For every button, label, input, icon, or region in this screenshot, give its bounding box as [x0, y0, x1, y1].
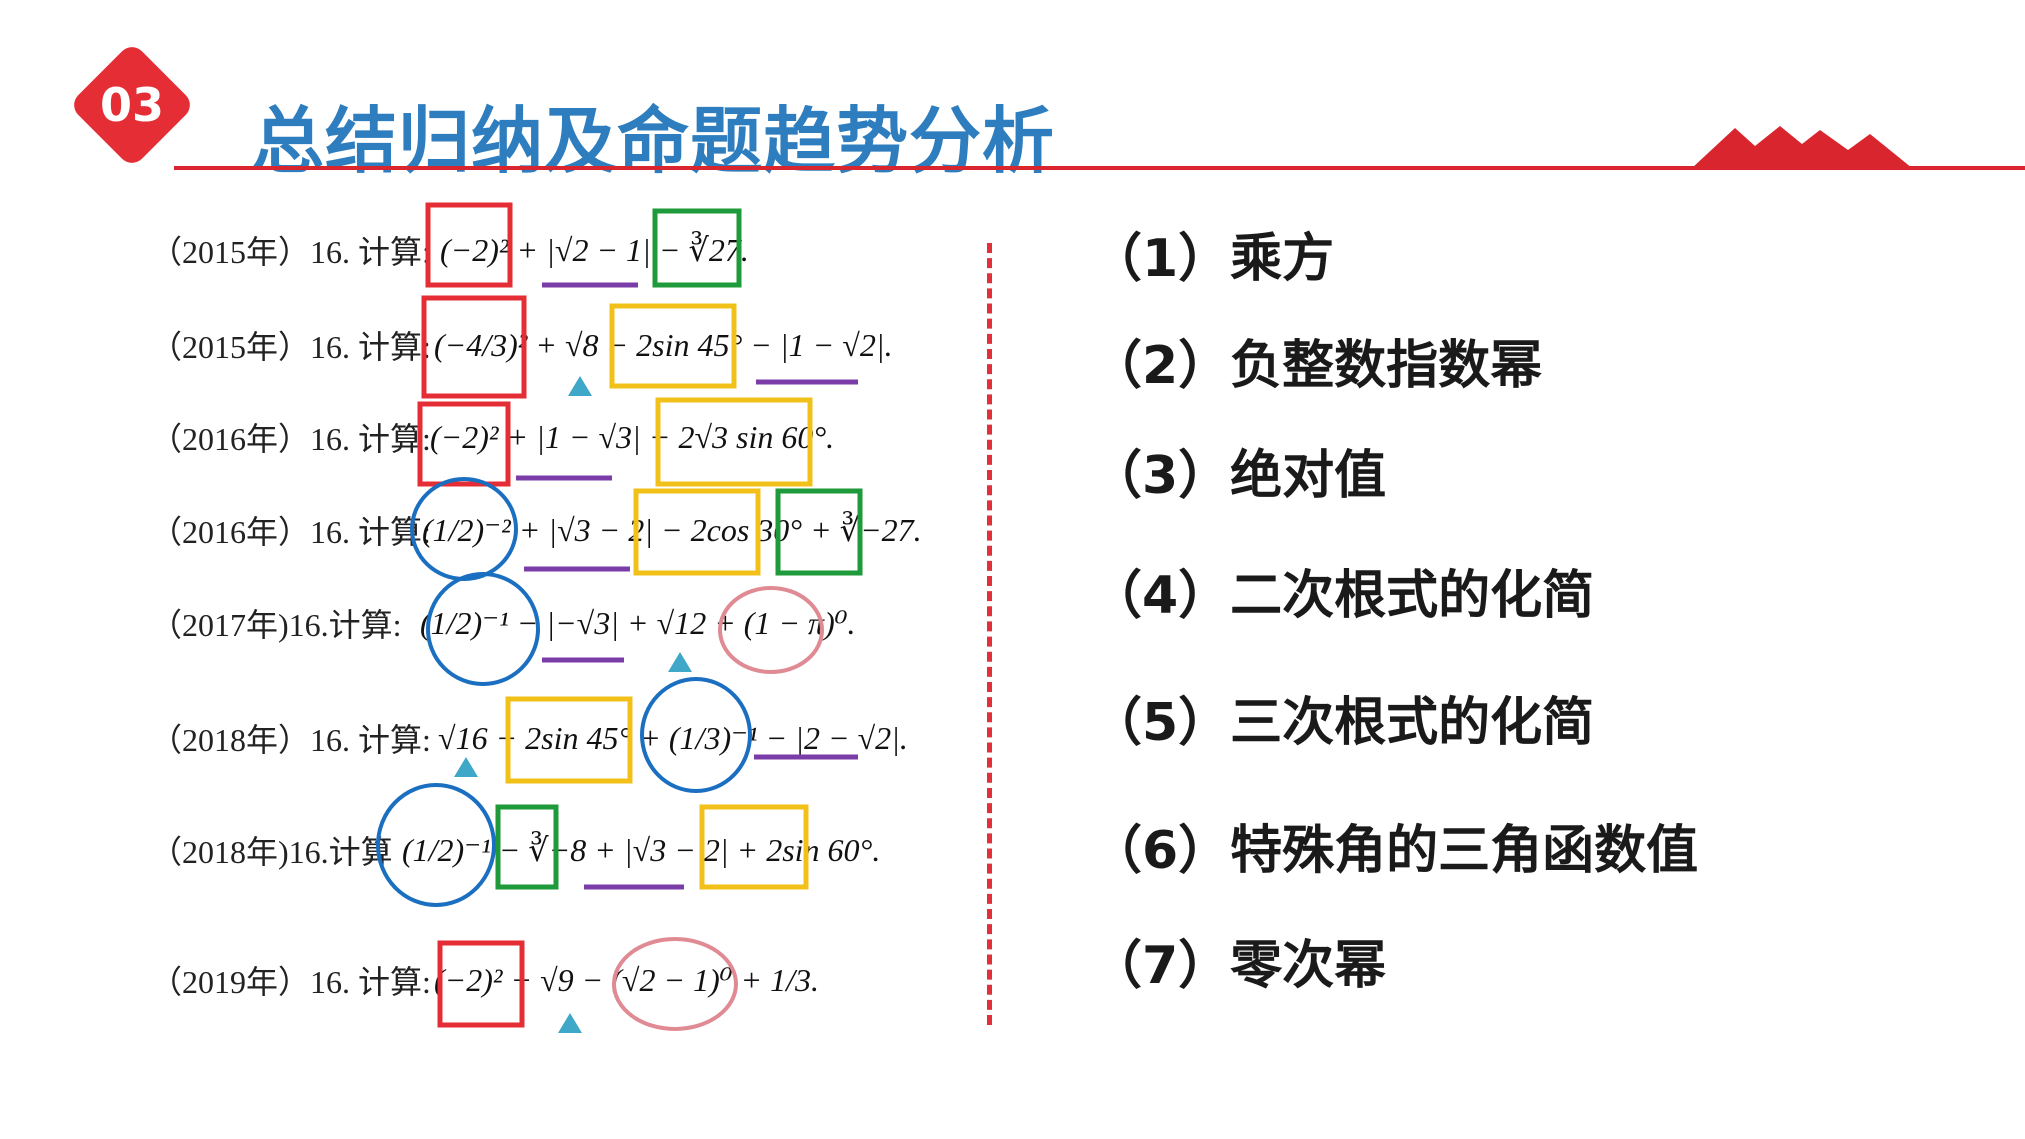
triangle-marker-icon [558, 1013, 582, 1033]
highlight-box [425, 202, 513, 288]
question-label: （2017年)16.计算: [150, 607, 402, 643]
question-row: （2016年）16. 计算:(1/2)⁻² + |√3 − 2| − 2cos … [150, 477, 950, 581]
question-expression: (−2)² + |√2 − 1| − ∛27. [440, 232, 749, 268]
column-divider [987, 243, 992, 1025]
question-label: （2016年）16. 计算: [150, 514, 431, 550]
question-row: （2015年）16. 计算:(−4/3)² + √8 − 2sin 45° − … [150, 295, 950, 399]
diamond-icon [74, 47, 190, 163]
highlight-box [652, 208, 742, 288]
question-expression: (−2)² + √9 − (√2 − 1)⁰ + 1/3. [434, 962, 820, 998]
annotation-marks [454, 677, 858, 793]
question-expression: √16 − 2sin 45° + (1/3)⁻¹ − |2 − √2|. [438, 720, 908, 756]
question-expression: (1/2)⁻¹ − |−√3| + √12 + (1 − π)⁰. [420, 605, 856, 641]
highlight-box [495, 804, 559, 890]
annotation-marks [376, 783, 809, 907]
category-item: （7）零次幂 [1090, 935, 1387, 996]
question-row: （2016年）16. 计算:(−2)² + |1 − √3| − 2√3 sin… [150, 392, 950, 487]
category-item: （3）绝对值 [1090, 445, 1387, 506]
category-item: （6）特殊角的三角函数值 [1090, 820, 1699, 881]
question-expression: (−4/3)² + √8 − 2sin 45° − |1 − √2|. [434, 326, 893, 363]
question-row: （2015年）16. 计算:(−2)² + |√2 − 1| − ∛27. [150, 202, 950, 295]
category-item: （5）三次根式的化简 [1090, 692, 1595, 753]
question-expression: (1/2)⁻² + |√3 − 2| − 2cos 30° + ∛−27. [422, 512, 922, 548]
mountain-decoration-icon [1692, 126, 1912, 168]
question-expression: (1/2)⁻¹ − ∛−8 + |√3 − 2| + 2sin 60°. [402, 832, 881, 868]
highlight-box [421, 295, 527, 399]
header-rule [174, 166, 2025, 170]
annotation-marks [421, 295, 858, 399]
section-badge: 03 [69, 42, 195, 168]
annotation-marks [410, 477, 863, 581]
question-label: （2019年）16. 计算: [150, 964, 431, 1000]
triangle-marker-icon [454, 757, 478, 777]
question-expression: (−2)² + |1 − √3| − 2√3 sin 60°. [430, 418, 835, 455]
highlight-box [633, 488, 761, 576]
highlight-box [609, 303, 737, 389]
question-row: （2018年）16. 计算:√16 − 2sin 45° + (1/3)⁻¹ −… [150, 677, 950, 793]
question-label: （2015年）16. 计算: [150, 329, 431, 365]
section-number: 03 [99, 78, 164, 132]
question-row: （2018年)16.计算(1/2)⁻¹ − ∛−8 + |√3 − 2| + 2… [150, 783, 950, 907]
question-label: （2018年）16. 计算: [150, 722, 431, 758]
highlight-circle [426, 572, 540, 686]
highlight-circle [640, 677, 752, 793]
highlight-box [505, 696, 633, 784]
annotation-marks [426, 572, 824, 686]
highlight-box [417, 401, 511, 487]
highlight-box [655, 397, 813, 487]
highlight-box [437, 940, 525, 1028]
highlight-circle [376, 783, 496, 907]
annotation-marks [437, 937, 738, 1033]
triangle-marker-icon [668, 652, 692, 672]
highlight-box [699, 804, 809, 890]
question-label: （2018年)16.计算 [150, 834, 393, 870]
category-item: （4）二次根式的化简 [1090, 565, 1595, 626]
annotation-marks [425, 202, 742, 288]
question-label: （2016年）16. 计算: [150, 421, 431, 457]
page-title: 总结归纳及命题趋势分析 [252, 99, 1056, 183]
question-row: （2019年）16. 计算:(−2)² + √9 − (√2 − 1)⁰ + 1… [150, 935, 950, 1033]
triangle-marker-icon [568, 376, 592, 396]
annotation-marks [417, 397, 813, 487]
highlight-circle [612, 937, 738, 1031]
category-item: （1）乘方 [1090, 228, 1335, 289]
question-label: （2015年）16. 计算: [150, 234, 431, 270]
category-item: （2）负整数指数幂 [1090, 335, 1543, 396]
highlight-circle [718, 586, 824, 674]
highlight-box [775, 488, 863, 576]
question-row: （2017年)16.计算: (1/2)⁻¹ − |−√3| + √12 + (1 … [150, 572, 950, 686]
highlight-circle [410, 477, 518, 581]
